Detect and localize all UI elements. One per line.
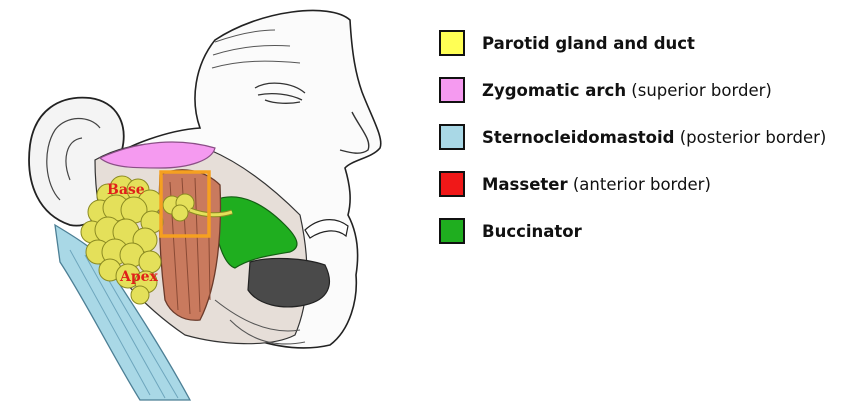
legend-swatch <box>439 171 465 197</box>
legend-name: Masseter <box>482 175 568 194</box>
legend-swatch <box>439 124 465 150</box>
legend-name: Buccinator <box>482 222 582 241</box>
legend-label: Buccinator <box>482 222 582 241</box>
legend-qualifier: (posterior border) <box>674 128 826 147</box>
legend-item: Parotid gland and duct <box>439 28 839 58</box>
legend-name: Sternocleidomastoid <box>482 128 674 147</box>
legend-item: Sternocleidomastoid (posterior border) <box>439 122 839 152</box>
legend-swatch <box>439 77 465 103</box>
legend-name: Parotid gland and duct <box>482 34 695 53</box>
tongue <box>248 258 329 306</box>
label-base: Base <box>107 182 145 198</box>
legend-swatch <box>439 30 465 56</box>
legend-item: Buccinator <box>439 216 839 246</box>
legend-swatch <box>439 218 465 244</box>
legend-item: Zygomatic arch (superior border) <box>439 75 839 105</box>
legend-item: Masseter (anterior border) <box>439 169 839 199</box>
legend-qualifier: (anterior border) <box>568 175 711 194</box>
legend-name: Zygomatic arch <box>482 81 626 100</box>
label-apex: Apex <box>119 269 159 285</box>
legend-label: Masseter (anterior border) <box>482 175 711 194</box>
legend-label: Parotid gland and duct <box>482 34 695 53</box>
legend-label: Sternocleidomastoid (posterior border) <box>482 128 826 147</box>
legend-label: Zygomatic arch (superior border) <box>482 81 772 100</box>
legend-qualifier: (superior border) <box>626 81 772 100</box>
